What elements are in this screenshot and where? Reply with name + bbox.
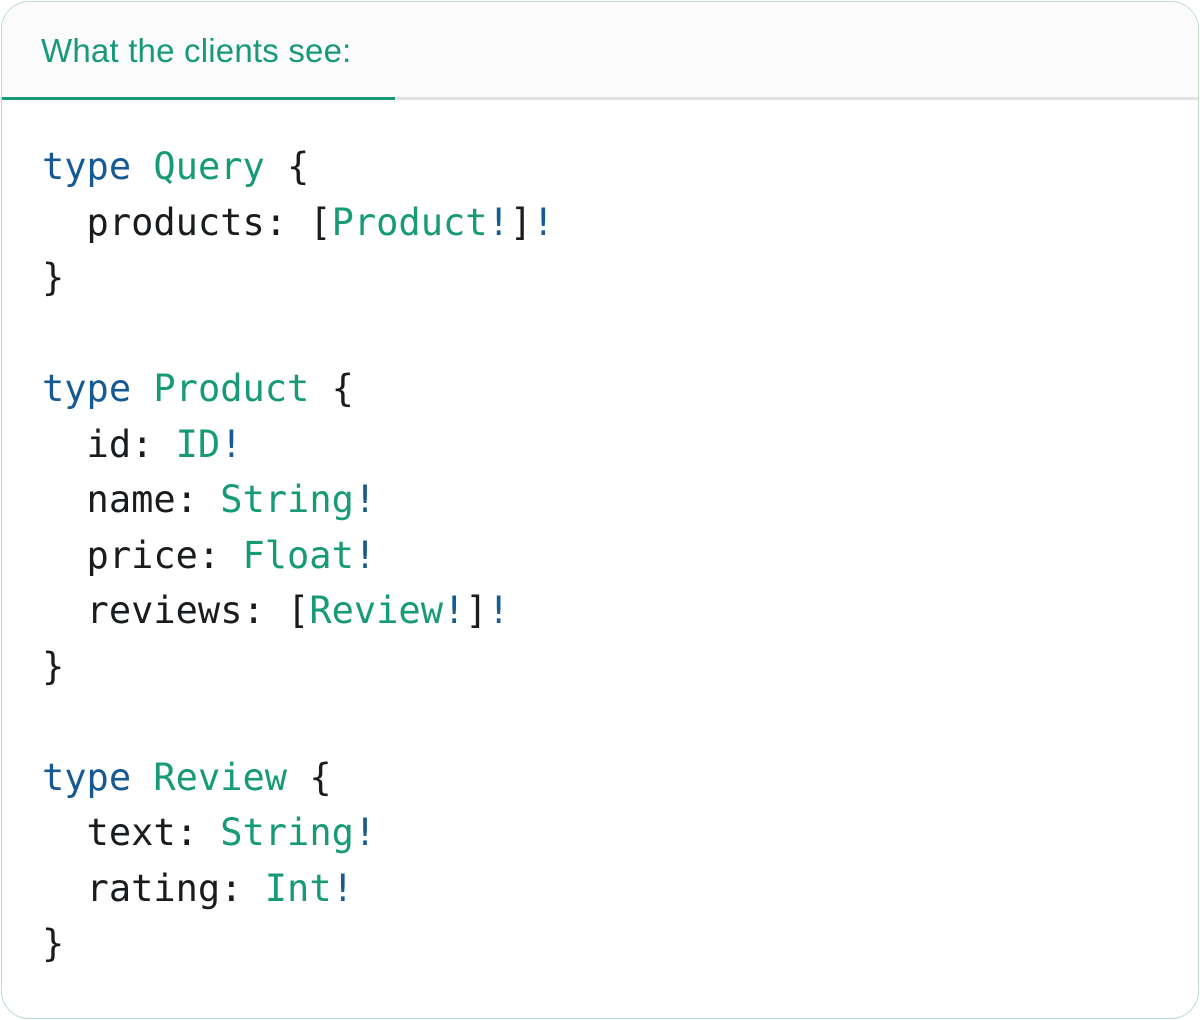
code-token-plain: {: [287, 755, 332, 799]
code-token-plain: }: [42, 922, 65, 965]
code-token-plain: ]: [465, 589, 488, 632]
code-token-keyword: type: [42, 755, 132, 799]
code-token-type: Product: [331, 200, 488, 244]
code-line: type Review {: [42, 750, 1158, 806]
code-token-type: Review: [309, 589, 443, 632]
code-line: name: String!: [42, 472, 1158, 528]
code-line: [42, 306, 1158, 362]
code-token-bang: !: [220, 422, 243, 466]
code-token-plain: {: [309, 367, 354, 410]
code-token-bang: !: [353, 478, 377, 521]
code-token-plain: id:: [42, 422, 176, 466]
active-tab-indicator: [2, 96, 395, 100]
code-token-plain: reviews: [: [42, 589, 310, 632]
code-token-keyword: type: [42, 367, 132, 410]
code-token-plain: }: [42, 256, 65, 299]
code-line: }: [42, 916, 1158, 972]
code-token-bang: !: [353, 533, 377, 577]
code-token-bang: !: [487, 200, 510, 244]
code-token-bang: !: [532, 200, 555, 244]
code-token-plain: }: [42, 644, 65, 688]
code-token-plain: name:: [42, 478, 221, 521]
code-token-type: Review: [153, 755, 288, 799]
code-token-plain: [131, 145, 153, 188]
tab-track: [2, 96, 1198, 100]
code-line: type Product {: [42, 361, 1158, 417]
code-line: id: ID!: [42, 417, 1158, 473]
code-token-keyword: type: [42, 145, 132, 188]
code-line: }: [42, 250, 1158, 306]
code-token-bang: !: [331, 866, 354, 910]
code-token-plain: [131, 367, 153, 410]
code-token-type: Product: [153, 367, 310, 410]
code-token-plain: {: [264, 145, 310, 188]
code-token-plain: text:: [42, 811, 221, 854]
code-token-plain: products: [: [42, 200, 332, 244]
code-line: products: [Product!]!: [42, 195, 1158, 251]
code-line: reviews: [Review!]!: [42, 583, 1158, 639]
code-token-type: String: [220, 478, 354, 521]
code-token-plain: ]: [509, 200, 533, 244]
code-line: type Query {: [42, 139, 1158, 195]
code-line: rating: Int!: [42, 861, 1158, 917]
code-line: }: [42, 639, 1158, 695]
tab-bar: What the clients see:: [2, 2, 1198, 100]
tab-what-clients-see[interactable]: What the clients see:: [2, 2, 395, 100]
code-line: price: Float!: [42, 528, 1158, 584]
code-token-plain: price:: [42, 533, 243, 577]
code-token-type: String: [220, 811, 354, 854]
code-token-bang: !: [442, 589, 466, 632]
code-block: type Query { products: [Product!]!} type…: [2, 100, 1198, 972]
code-line: [42, 694, 1158, 750]
code-token-bang: !: [487, 589, 510, 632]
code-token-type: ID: [175, 422, 221, 466]
tab-label: What the clients see:: [41, 32, 352, 69]
code-token-plain: [131, 756, 153, 799]
code-token-plain: rating:: [42, 866, 265, 910]
code-token-type: Int: [264, 866, 332, 910]
code-token-type: Query: [153, 145, 265, 188]
code-line: text: String!: [42, 805, 1158, 861]
code-token-bang: !: [353, 811, 377, 854]
code-token-type: Float: [242, 533, 354, 577]
